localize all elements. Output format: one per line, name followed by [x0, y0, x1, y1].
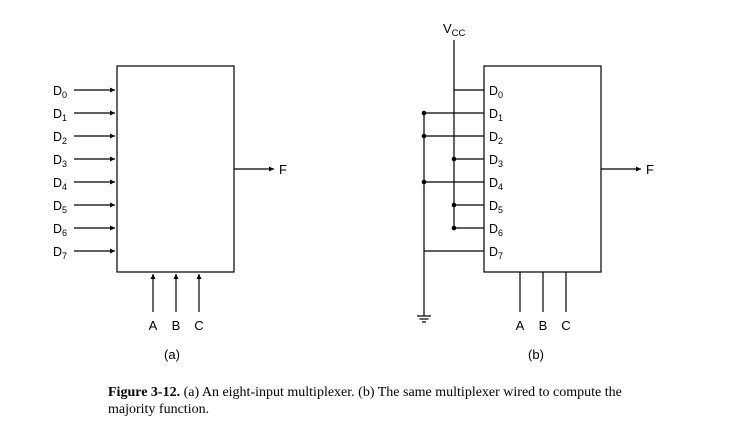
mux-a-input-label: D4 [53, 176, 67, 192]
mux-a-input-label: D3 [53, 153, 67, 169]
mux-b-inputs: D0 D1 D2 D3 D4 D5 D6 D7 [489, 84, 503, 261]
mux-b-output-label: F [646, 162, 654, 177]
mux-a-output: F [234, 162, 287, 177]
mux-a-select-label: C [194, 318, 203, 333]
mux-a-input-1: D1 [53, 107, 115, 123]
mux-b-input-label: D6 [489, 222, 503, 238]
mux-a-input-0: D0 [53, 84, 115, 100]
junction-dot [451, 202, 457, 208]
mux-b-selects: A B C [516, 272, 571, 333]
mux-a-box [116, 65, 235, 273]
wiring [423, 40, 484, 316]
mux-a-input-2: D2 [53, 130, 115, 146]
mux-b-input-label: D5 [489, 199, 503, 215]
panel-a: D0 D1 D2 D3 D4 D5 [53, 65, 287, 362]
mux-b-input-label: D7 [489, 245, 503, 261]
vcc-label: VCC [443, 21, 466, 39]
panel-b: VCC D0 D1 [417, 21, 654, 362]
mux-b-input-label: D1 [489, 107, 503, 123]
mux-b-select-label: C [561, 318, 570, 333]
junction-dot [451, 225, 457, 231]
mux-a-input-6: D6 [53, 222, 115, 238]
mux-a-output-label: F [279, 162, 287, 177]
mux-a-selects: A B C [149, 274, 204, 333]
mux-a-input-5: D5 [53, 199, 115, 215]
mux-a-input-3: D3 [53, 153, 115, 169]
ground-symbol [417, 315, 431, 323]
mux-a-select-label: B [172, 318, 181, 333]
figure-caption: Figure 3-12. (a) An eight-input multiple… [108, 384, 628, 418]
mux-b-input-label: D3 [489, 153, 503, 169]
mux-a-inputs: D0 D1 D2 D3 D4 D5 [53, 84, 115, 261]
junction-dot [451, 156, 457, 162]
figure-caption-text: (a) An eight-input multiplexer. (b) The … [108, 385, 622, 417]
mux-a-input-label: D5 [53, 199, 67, 215]
junction-dot [421, 179, 427, 185]
mux-b-input-label: D0 [489, 84, 503, 100]
mux-b-output: F [601, 162, 654, 177]
mux-a-input-4: D4 [53, 176, 115, 192]
wire-junctions [421, 110, 457, 231]
mux-b-input-label: D2 [489, 130, 503, 146]
panel-a-tag: (a) [164, 347, 180, 362]
mux-a-input-label: D2 [53, 130, 67, 146]
mux-b-select-label: A [516, 318, 525, 333]
junction-dot [421, 110, 427, 116]
mux-a-input-label: D6 [53, 222, 67, 238]
mux-b-select-label: B [539, 318, 548, 333]
mux-a-input-label: D7 [53, 245, 67, 261]
mux-a-input-label: D0 [53, 84, 67, 100]
mux-a-input-label: D1 [53, 107, 67, 123]
mux-b-input-label: D4 [489, 176, 503, 192]
junction-dot [421, 133, 427, 139]
mux-a-input-7: D7 [53, 245, 115, 261]
panel-b-tag: (b) [528, 347, 544, 362]
figure-label: Figure 3-12. [108, 385, 181, 400]
mux-a-select-label: A [149, 318, 158, 333]
